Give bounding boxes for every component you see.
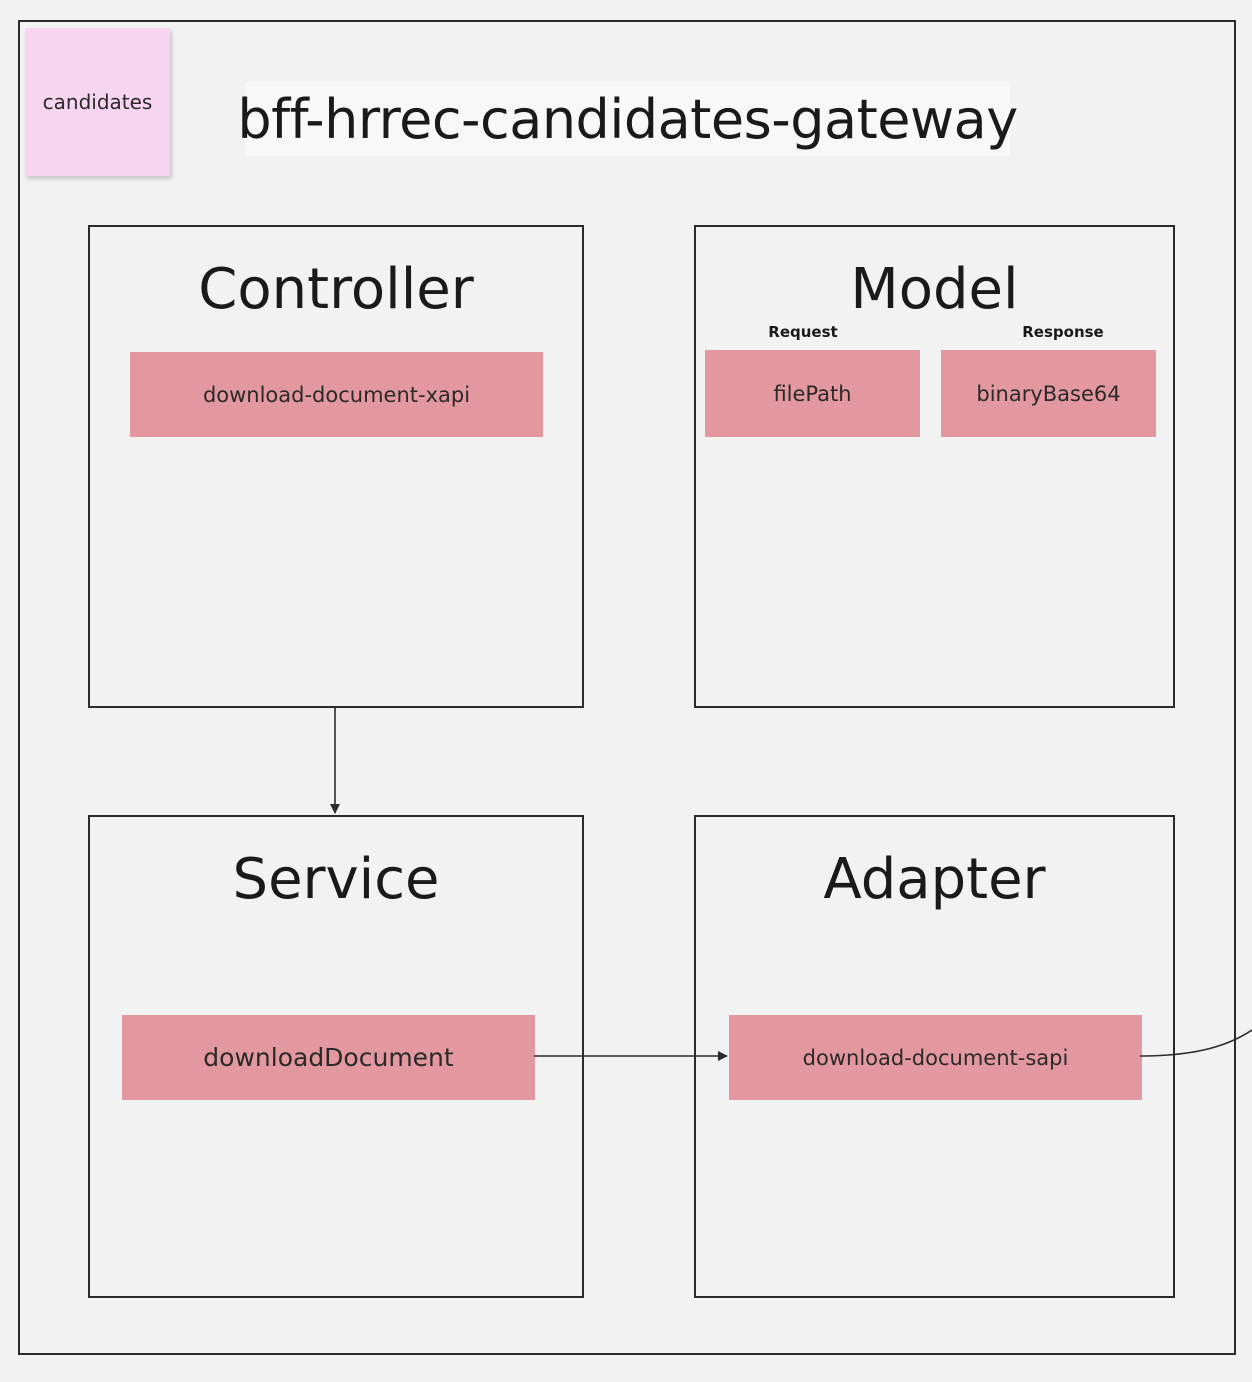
gateway-title-text: bff-hrrec-candidates-gateway: [237, 87, 1018, 151]
download-document-item[interactable]: downloadDocument: [122, 1015, 535, 1100]
adapter-title: Adapter: [823, 847, 1046, 912]
binarybase64-item[interactable]: binaryBase64: [941, 350, 1156, 437]
sticky-note-label: candidates: [42, 90, 153, 114]
model-section[interactable]: Model Request Response filePath binaryBa…: [694, 225, 1175, 708]
request-label: Request: [768, 323, 838, 341]
download-document-xapi-item[interactable]: download-document-xapi: [130, 352, 543, 437]
model-title: Model: [850, 257, 1019, 322]
service-section[interactable]: Service downloadDocument: [88, 815, 584, 1298]
gateway-title[interactable]: bff-hrrec-candidates-gateway: [237, 82, 1018, 156]
download-document-sapi-item[interactable]: download-document-sapi: [729, 1015, 1142, 1100]
response-label: Response: [1022, 323, 1104, 341]
gateway-frame[interactable]: [18, 20, 1236, 1355]
controller-section[interactable]: Controller download-document-xapi: [88, 225, 584, 708]
adapter-section[interactable]: Adapter download-document-sapi: [694, 815, 1175, 1298]
service-title: Service: [232, 847, 440, 912]
sticky-note-candidates[interactable]: candidates: [25, 28, 170, 176]
filepath-item[interactable]: filePath: [705, 350, 920, 437]
controller-title: Controller: [198, 257, 474, 322]
